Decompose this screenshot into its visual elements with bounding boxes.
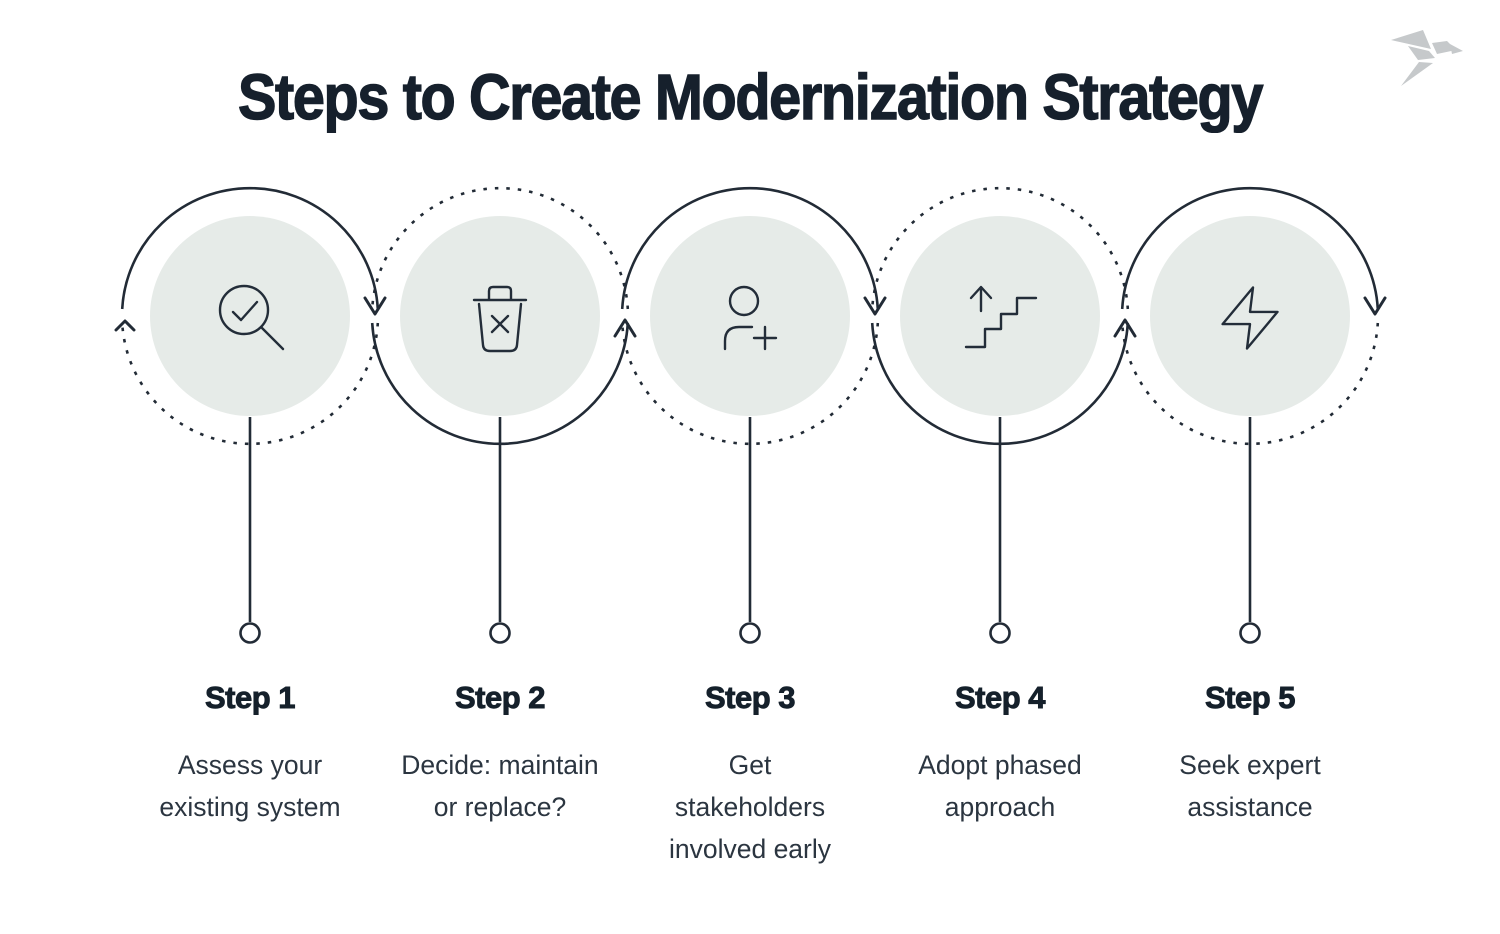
step-3-description: Get stakeholders involved early: [668, 750, 832, 864]
step-3-label: Step 3: [704, 680, 796, 716]
step-5-connector-dot: [1239, 622, 1261, 644]
step-5-circle: [1150, 216, 1350, 416]
step-1-description: Assess your existing system: [159, 750, 341, 822]
step-3-cycle-ring: [620, 186, 880, 446]
step-5-cycle-ring: [1120, 186, 1380, 446]
step-2-circle: [400, 216, 600, 416]
step-1-cycle-ring: [120, 186, 380, 446]
step-3-connector-dot: [739, 622, 761, 644]
page-title: Steps to Create Modernization Strategy: [237, 60, 1264, 133]
flow-arrow-up-4-5: [1113, 318, 1137, 338]
magnifier-check-icon: [218, 284, 285, 351]
step-2-connector-dot: [489, 622, 511, 644]
trash-x-icon: [472, 285, 528, 353]
stairs-up-icon: [964, 285, 1038, 349]
step-5-text-block: Step 5 Seek expert assistance: [1110, 680, 1390, 828]
step-2-description: Decide: maintain or replace?: [401, 750, 599, 822]
step-1-circle: [150, 216, 350, 416]
flow-arrow-up-left-edge: [114, 319, 136, 332]
flow-arrow-down-1-2: [363, 296, 387, 316]
step-5-description: Seek expert assistance: [1179, 750, 1321, 822]
step-4-label: Step 4: [954, 680, 1046, 716]
step-3-text-block: Step 3 Get stakeholders involved early: [610, 680, 890, 870]
step-2-label: Step 2: [454, 680, 546, 716]
step-1-connector-dot: [239, 622, 261, 644]
origami-bird-icon: [1391, 30, 1463, 86]
step-4-connector-dot: [989, 622, 1011, 644]
step-3-circle: [650, 216, 850, 416]
step-1-label: Step 1: [204, 680, 296, 716]
step-5-label: Step 5: [1204, 680, 1296, 716]
flow-arrow-down-3-4: [863, 296, 887, 316]
step-2-text-block: Step 2 Decide: maintain or replace?: [360, 680, 640, 828]
step-4-text-block: Step 4 Adopt phased approach: [860, 680, 1140, 828]
step-1-text-block: Step 1 Assess your existing system: [110, 680, 390, 828]
user-plus-icon: [723, 285, 778, 351]
flow-arrow-up-2-3: [613, 318, 637, 338]
lightning-bolt-icon: [1221, 286, 1279, 350]
step-4-description: Adopt phased approach: [918, 750, 1082, 822]
flow-arrow-down-right-edge: [1363, 296, 1387, 316]
